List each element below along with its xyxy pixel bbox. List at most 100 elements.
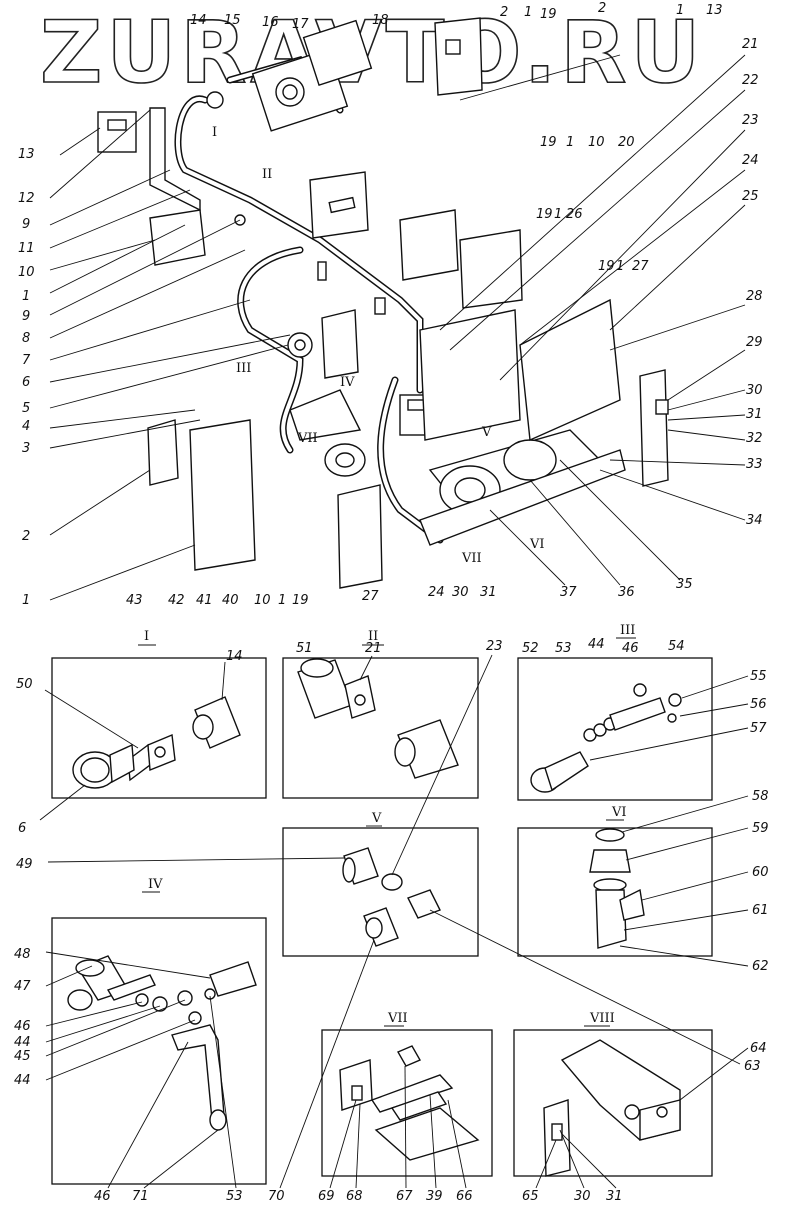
svg-text:70: 70	[268, 1189, 285, 1204]
svg-text:21: 21	[365, 641, 382, 656]
svg-text:10: 10	[18, 265, 35, 280]
svg-text:16: 16	[262, 15, 279, 30]
svg-text:15: 15	[224, 13, 241, 28]
svg-text:39: 39	[426, 1189, 443, 1204]
svg-text:46: 46	[622, 641, 639, 656]
svg-text:23: 23	[486, 639, 503, 654]
svg-text:1: 1	[616, 259, 624, 274]
svg-text:24: 24	[428, 585, 445, 600]
view-IV: IV 48 47 46 44 45 44 46 71 53	[14, 877, 267, 1204]
callout-labels-main: 14 15 16 17 18 2 1 19 2 1 13 13 12 9 11 …	[18, 1, 763, 608]
svg-text:14: 14	[190, 13, 207, 28]
svg-text:44: 44	[14, 1035, 31, 1050]
svg-text:48: 48	[14, 947, 31, 962]
svg-text:13: 13	[706, 3, 723, 18]
svg-text:41: 41	[196, 593, 213, 608]
svg-text:4: 4	[22, 419, 30, 434]
svg-text:69: 69	[318, 1189, 335, 1204]
svg-text:43: 43	[126, 593, 143, 608]
svg-text:55: 55	[750, 669, 767, 684]
svg-text:2: 2	[22, 529, 30, 544]
svg-text:52: 52	[522, 641, 539, 656]
watermark: ZURAVTO.RU	[40, 3, 704, 103]
view-V: V 23 49 70 63	[16, 639, 761, 1204]
svg-text:68: 68	[346, 1189, 363, 1204]
svg-text:14: 14	[226, 649, 243, 664]
svg-text:63: 63	[744, 1059, 761, 1074]
view-III: III 52 53 44 46 54 55 56 57	[517, 623, 767, 801]
svg-text:10: 10	[254, 593, 271, 608]
svg-text:29: 29	[746, 335, 763, 350]
svg-text:67: 67	[396, 1189, 413, 1204]
svg-text:30: 30	[746, 383, 763, 398]
svg-text:10: 10	[588, 135, 605, 150]
svg-text:II: II	[262, 167, 272, 182]
svg-text:IV: IV	[340, 375, 355, 390]
svg-text:66: 66	[456, 1189, 473, 1204]
svg-text:13: 13	[18, 147, 35, 162]
svg-text:20: 20	[618, 135, 635, 150]
svg-text:22: 22	[742, 73, 759, 88]
svg-text:17: 17	[292, 17, 309, 32]
svg-text:46: 46	[14, 1019, 31, 1034]
svg-text:23: 23	[742, 113, 759, 128]
svg-text:42: 42	[168, 593, 185, 608]
svg-text:56: 56	[750, 697, 767, 712]
svg-text:44: 44	[588, 637, 605, 652]
svg-text:VII: VII	[297, 431, 318, 446]
svg-text:1: 1	[278, 593, 286, 608]
svg-text:47: 47	[14, 979, 31, 994]
svg-text:26: 26	[566, 207, 583, 222]
main-assembly	[97, 17, 669, 589]
svg-text:3: 3	[22, 441, 30, 456]
svg-text:IV: IV	[148, 877, 163, 892]
svg-text:44: 44	[14, 1073, 31, 1088]
svg-text:7: 7	[22, 353, 31, 368]
svg-text:9: 9	[22, 217, 30, 232]
svg-text:VII: VII	[461, 551, 482, 566]
view-VIII: VIII 64 65 30 31	[513, 1011, 767, 1204]
svg-text:45: 45	[14, 1049, 31, 1064]
svg-text:1: 1	[524, 5, 532, 20]
svg-text:27: 27	[362, 589, 379, 604]
svg-text:32: 32	[746, 431, 763, 446]
svg-text:31: 31	[606, 1189, 623, 1204]
svg-text:33: 33	[746, 457, 763, 472]
svg-text:30: 30	[452, 585, 469, 600]
svg-text:18: 18	[372, 13, 389, 28]
svg-text:11: 11	[18, 241, 35, 256]
view-VII: VII 69 68 67 39 66	[318, 1011, 493, 1204]
svg-text:31: 31	[746, 407, 763, 422]
svg-text:30: 30	[574, 1189, 591, 1204]
svg-text:V: V	[371, 811, 382, 826]
svg-text:64: 64	[750, 1041, 767, 1056]
svg-text:57: 57	[750, 721, 767, 736]
svg-text:19: 19	[540, 7, 557, 22]
svg-text:2: 2	[500, 5, 508, 20]
svg-text:1: 1	[554, 207, 562, 222]
svg-text:VI: VI	[611, 805, 627, 820]
svg-text:5: 5	[22, 401, 30, 416]
svg-text:60: 60	[752, 865, 769, 880]
svg-text:62: 62	[752, 959, 769, 974]
svg-text:40: 40	[222, 593, 239, 608]
svg-text:6: 6	[22, 375, 30, 390]
svg-text:19: 19	[536, 207, 553, 222]
svg-text:53: 53	[226, 1189, 243, 1204]
svg-text:54: 54	[668, 639, 685, 654]
svg-text:58: 58	[752, 789, 769, 804]
svg-text:19: 19	[292, 593, 309, 608]
svg-text:36: 36	[618, 585, 635, 600]
svg-text:I: I	[144, 629, 149, 644]
svg-text:1: 1	[22, 289, 30, 304]
svg-text:1: 1	[566, 135, 574, 150]
svg-text:12: 12	[18, 191, 35, 206]
svg-text:19: 19	[598, 259, 615, 274]
svg-text:VI: VI	[529, 537, 545, 552]
svg-text:25: 25	[742, 189, 759, 204]
svg-text:III: III	[236, 361, 251, 376]
svg-text:65: 65	[522, 1189, 539, 1204]
svg-text:21: 21	[742, 37, 759, 52]
svg-text:2: 2	[598, 1, 606, 16]
